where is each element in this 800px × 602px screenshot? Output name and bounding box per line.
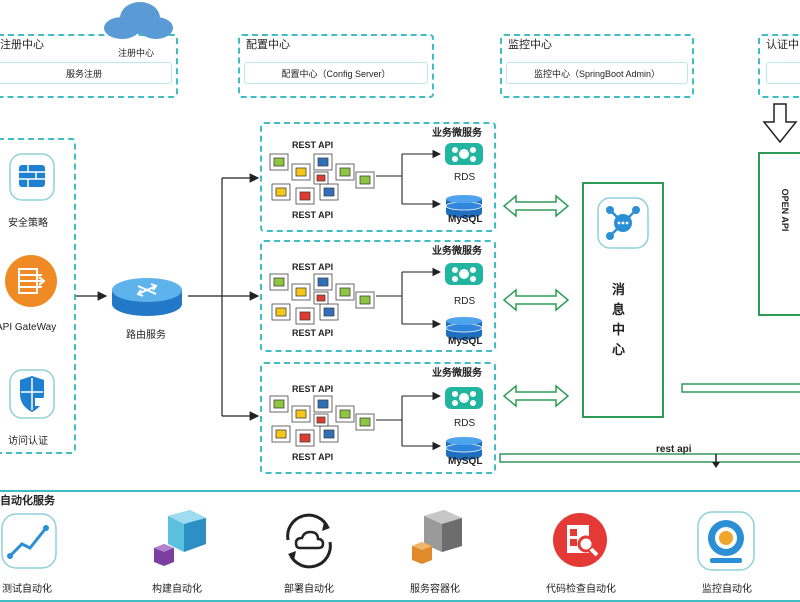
config-center-box: [238, 34, 434, 98]
chart-line-icon: [0, 512, 58, 570]
rds-icon: [444, 262, 484, 286]
microservice-block-1: [260, 122, 496, 232]
mysql-db-icon: [444, 316, 484, 340]
automation-panel: [0, 490, 800, 602]
auth-center-title: 认证中: [766, 39, 799, 51]
rds-label-3: RDS: [454, 418, 476, 429]
code-inspect-icon: [552, 510, 608, 570]
microservice-title-1: 业务微服务: [432, 128, 482, 139]
build-automation-label: 构建自动化: [152, 584, 202, 595]
microservice-block-3: [260, 362, 496, 474]
cubes-icon: [150, 510, 210, 572]
monitor-center-box: [500, 34, 694, 98]
gateway-panel: [0, 138, 76, 454]
microservice-cubes-icon: [266, 270, 376, 328]
mysql-label-3: MySQL: [448, 456, 483, 467]
rest-api-line-label: rest api: [656, 444, 692, 455]
microservice-title-3: 业务微服务: [432, 368, 482, 379]
auth-inner-box: [766, 62, 800, 84]
monitor-automation-label: 监控自动化: [702, 584, 752, 595]
microservice-cubes-icon: [266, 150, 376, 208]
microservice-block-2: [260, 240, 496, 352]
rest-api-bottom-2: REST API: [292, 328, 334, 338]
gateway-icon: [4, 254, 58, 308]
deploy-automation-label: 部署自动化: [284, 584, 334, 595]
router-label: 路由服务: [126, 330, 166, 341]
webcam-icon: [696, 510, 756, 572]
test-automation-label: 测试自动化: [2, 584, 52, 595]
monitor-center-title: 监控中心: [508, 39, 552, 51]
config-server-box: 配置中心（Config Server）: [244, 62, 428, 84]
registry-center-title: 注册中心: [0, 39, 44, 51]
mysql-label-1: MySQL: [448, 214, 483, 225]
container-icon: [410, 510, 466, 572]
rest-api-top-2: REST API: [292, 262, 334, 272]
microservice-cubes-icon: [266, 392, 376, 450]
rds-label-1: RDS: [454, 172, 476, 183]
message-center-label: 消息中心: [612, 282, 626, 357]
config-center-title: 配置中心: [246, 39, 290, 51]
security-policy-label: 安全策略: [8, 218, 48, 229]
cloud-cycle-icon: [278, 510, 340, 572]
auth-center-box: [758, 34, 800, 98]
automation-title: 自动化服务: [0, 495, 55, 507]
access-auth-label: 访问认证: [8, 436, 48, 447]
open-api-label: OPEN API: [780, 188, 790, 232]
code-inspection-label: 代码检查自动化: [546, 584, 616, 595]
open-api-box: [758, 152, 800, 316]
firewall-icon: [8, 152, 56, 202]
message-hub-icon: [596, 196, 650, 250]
registry-center-box: [0, 34, 178, 98]
rest-api-top-3: REST API: [292, 384, 334, 394]
api-gateway-label: API GateWay: [0, 322, 57, 333]
rds-label-2: RDS: [454, 296, 476, 307]
rest-api-top-1: REST API: [292, 140, 334, 150]
rest-api-bottom-3: REST API: [292, 452, 334, 462]
rest-api-bottom-1: REST API: [292, 210, 334, 220]
microservice-title-2: 业务微服务: [432, 246, 482, 257]
router-icon: [110, 276, 184, 318]
springboot-admin-box: 监控中心（SpringBoot Admin）: [506, 62, 688, 84]
shield-lock-icon: [8, 368, 56, 420]
cloud-label: 注册中心: [118, 48, 155, 58]
mysql-db-icon: [444, 194, 484, 218]
mysql-db-icon: [444, 436, 484, 460]
rds-icon: [444, 386, 484, 410]
cloud-icon: [100, 0, 176, 40]
rds-icon: [444, 142, 484, 166]
mysql-label-2: MySQL: [448, 336, 483, 347]
service-registry-box: 服务注册: [0, 62, 172, 84]
service-container-label: 服务容器化: [410, 584, 460, 595]
